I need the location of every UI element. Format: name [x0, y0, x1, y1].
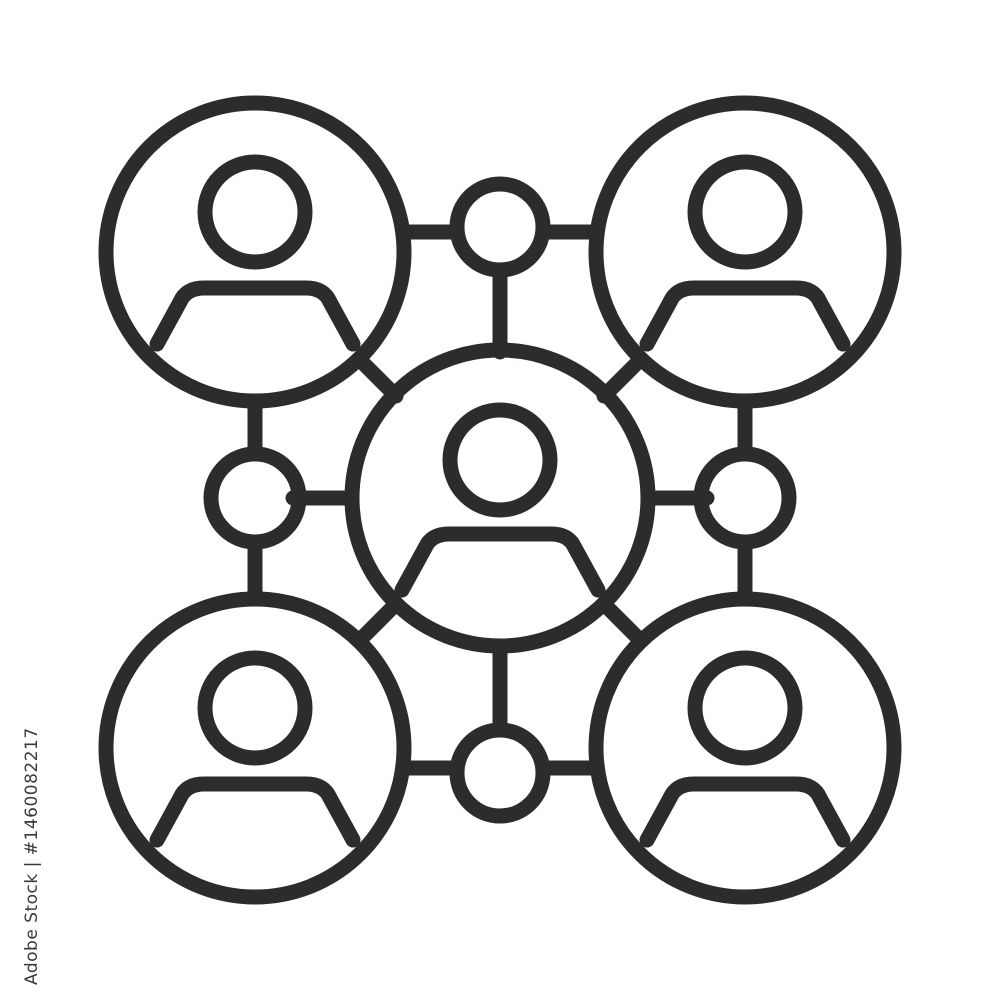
person-bottom-right — [588, 591, 902, 905]
stock-id-label: Adobe Stock | #1460082217 — [22, 727, 42, 985]
person-bottom-left — [98, 591, 412, 905]
person-top-right — [588, 95, 902, 409]
person-top-left — [98, 95, 412, 409]
hub-nodes — [203, 176, 797, 824]
person-center — [344, 342, 656, 654]
